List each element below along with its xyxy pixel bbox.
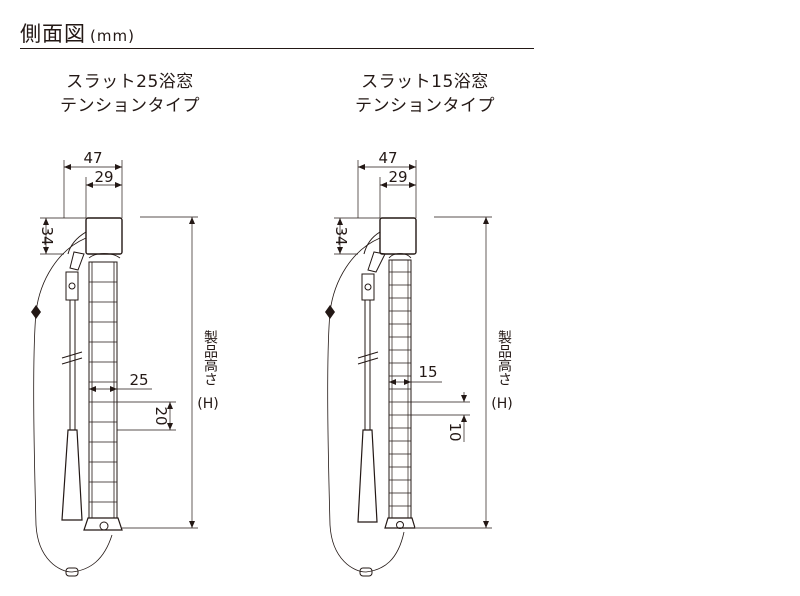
dim-total-width-15-label: 47 bbox=[378, 149, 397, 167]
page-title: 側面図(mm) bbox=[20, 18, 135, 48]
slat-stack-25 bbox=[83, 253, 123, 531]
slat-ladder-25 bbox=[88, 261, 118, 519]
dim-slat-width-15: 15 bbox=[389, 363, 442, 385]
dim-rail-width-15-label: 29 bbox=[388, 168, 407, 186]
bracket-25 bbox=[67, 231, 87, 255]
dim-slat-width-25-label: 25 bbox=[129, 371, 148, 389]
dim-head-height-25-label: 34 bbox=[38, 226, 56, 245]
dim-total-width-15: 47 bbox=[357, 149, 417, 218]
title-underline bbox=[20, 48, 534, 49]
cord-bead-15 bbox=[325, 305, 335, 319]
dim-rail-width-25-label: 29 bbox=[94, 168, 113, 186]
dim-product-height-15 bbox=[416, 216, 492, 529]
bottom-rail-15 bbox=[384, 517, 416, 529]
height-symbol-25: (H) bbox=[197, 396, 219, 412]
cord-bead-25 bbox=[31, 305, 41, 319]
height-symbol-15: (H) bbox=[491, 396, 513, 412]
head-rail-15 bbox=[379, 217, 417, 255]
head-rail-25 bbox=[85, 217, 123, 255]
dim-total-width-25-label: 47 bbox=[83, 149, 102, 167]
caption-slat15-line2: テンションタイプ bbox=[355, 96, 495, 116]
dim-slat-width-15-label: 15 bbox=[418, 363, 437, 381]
bracket-15 bbox=[363, 231, 381, 255]
dim-total-width-25: 47 bbox=[63, 149, 123, 218]
pull-cord-25 bbox=[33, 237, 113, 573]
cord-stopper-15 bbox=[359, 567, 373, 577]
title-unit: (mm) bbox=[90, 27, 135, 45]
title-text: 側面図 bbox=[20, 22, 86, 46]
dim-slat-pitch-15: 10 bbox=[411, 392, 470, 442]
dim-slat-pitch-15-label: 10 bbox=[446, 422, 464, 441]
dim-slat-pitch-25: 20 bbox=[117, 401, 176, 431]
caption-slat25-line1: スラット25浴窓 bbox=[66, 72, 194, 92]
dim-product-height-25 bbox=[122, 216, 198, 529]
bottom-rail-25 bbox=[83, 517, 123, 531]
caption-slat25: スラット25浴窓 テンションタイプ bbox=[40, 70, 220, 118]
slat-stack-15 bbox=[384, 253, 416, 529]
dim-slat-width-25: 25 bbox=[89, 371, 152, 392]
dim-head-height-15-label: 34 bbox=[332, 226, 350, 245]
tilt-mechanism-15 bbox=[361, 273, 375, 301]
tilt-mechanism-25 bbox=[65, 271, 79, 301]
caption-slat15-line1: スラット15浴窓 bbox=[361, 72, 489, 92]
dim-head-height-25: 34 bbox=[38, 217, 86, 255]
cord-stopper-25 bbox=[65, 567, 79, 577]
caption-slat15: スラット15浴窓 テンションタイプ bbox=[335, 70, 515, 118]
height-label-15: 製品高さ bbox=[496, 330, 512, 386]
wand-handle-15 bbox=[357, 429, 378, 523]
pull-cord-15 bbox=[327, 237, 405, 573]
diagram-slat15: 47 29 34 bbox=[325, 149, 492, 577]
dim-slat-pitch-25-label: 20 bbox=[152, 406, 170, 425]
diagram-slat25: 47 29 34 bbox=[31, 149, 198, 577]
height-label-25: 製品高さ bbox=[202, 330, 218, 386]
dim-rail-width-15: 29 bbox=[379, 168, 416, 218]
wand-handle-25 bbox=[61, 429, 83, 521]
dim-rail-width-25: 29 bbox=[85, 168, 122, 218]
caption-slat25-line2: テンションタイプ bbox=[60, 96, 200, 116]
dim-head-height-15: 34 bbox=[332, 217, 380, 255]
